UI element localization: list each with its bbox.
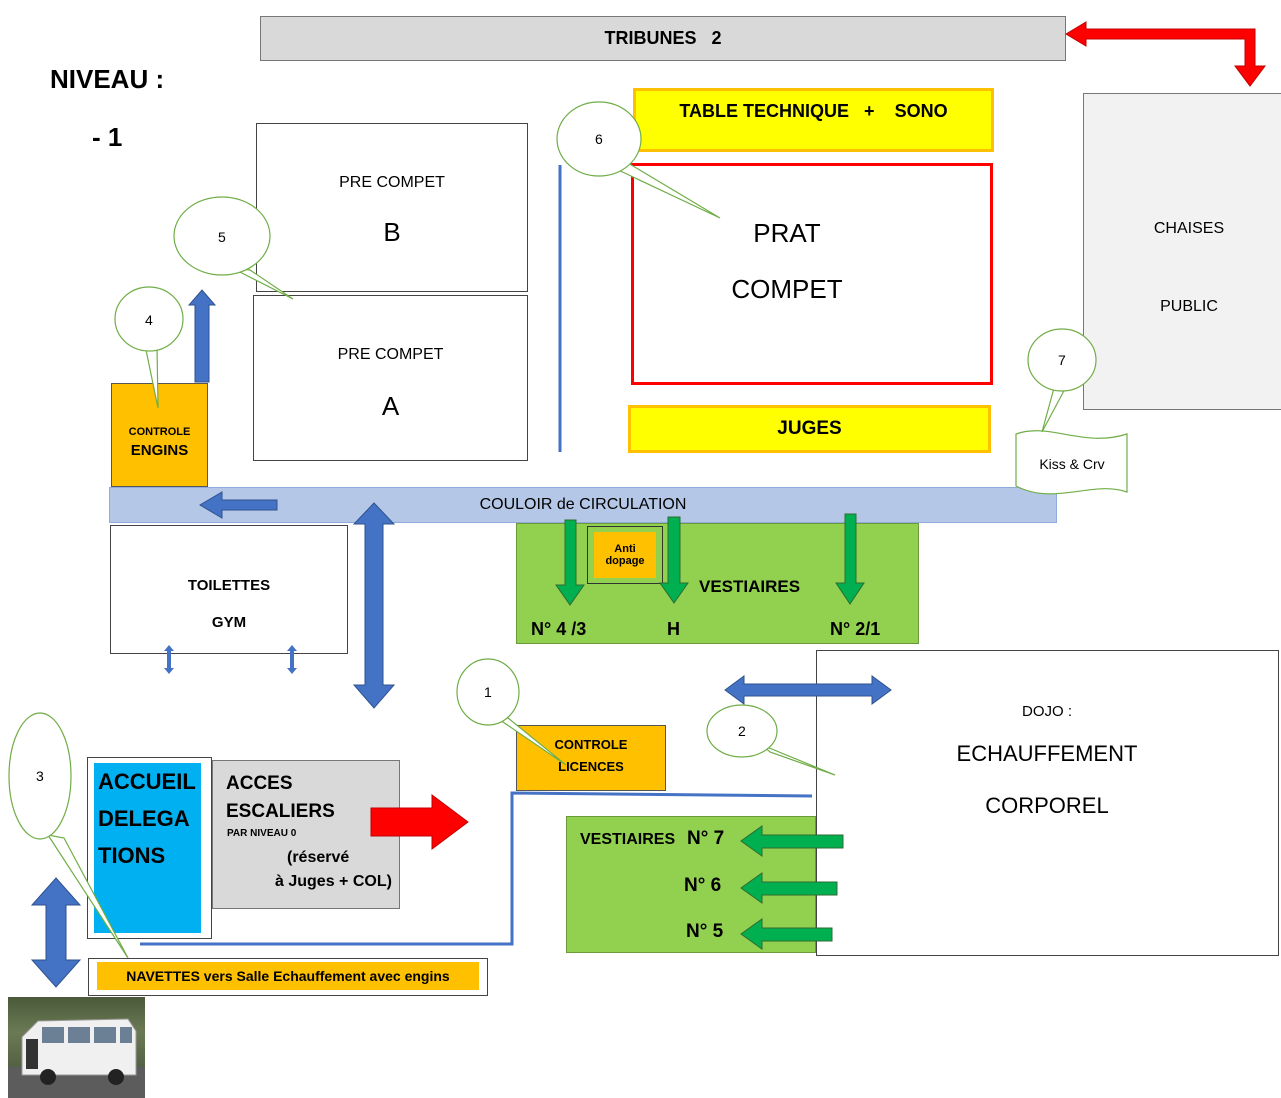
bus-photo <box>8 997 145 1098</box>
anti-dopage-room: Anti dopage <box>587 526 663 584</box>
vestiaires-top-label: VESTIAIRES <box>699 577 801 596</box>
blue-arrow <box>164 645 174 674</box>
prat-label: PRAT <box>753 218 821 248</box>
callout-number: 1 <box>484 684 492 700</box>
callout-number: 2 <box>738 723 746 739</box>
pre-compet-b-letter: B <box>383 217 401 247</box>
public-label: PUBLIC <box>1160 298 1218 315</box>
dopage-label: dopage <box>605 555 645 567</box>
callout-3 <box>8 712 129 959</box>
controle-licences: CONTROLE LICENCES <box>516 725 666 791</box>
acces-line3: PAR NIVEAU 0 <box>227 828 297 839</box>
accueil-line1: ACCUEIL <box>98 769 196 794</box>
callout-number: 5 <box>218 229 226 245</box>
compet-label: COMPET <box>731 274 843 304</box>
echauffement-label: ECHAUFFEMENT <box>956 741 1138 766</box>
controle-licences-line2: LICENCES <box>558 759 624 774</box>
dojo-echauffement: DOJO : ECHAUFFEMENT CORPOREL <box>816 650 1279 956</box>
callout-4 <box>114 286 184 409</box>
level-title: NIVEAU : <box>50 64 165 94</box>
acces-line1: ACCES <box>226 773 293 794</box>
pre-compet-a-letter: A <box>381 391 400 421</box>
blue-arrow <box>30 877 82 988</box>
vestiaire-n5: N° 5 <box>686 921 724 942</box>
accueil-delegations: ACCUEIL DELEGA TIONS <box>94 763 201 933</box>
vestiaire-n6: N° 6 <box>684 875 722 896</box>
tribunes-2: TRIBUNES 2 <box>260 16 1066 61</box>
controle-licences-line1: CONTROLE <box>554 737 628 752</box>
blue-arrow <box>187 289 217 383</box>
callout-6 <box>556 101 721 219</box>
kiss-cry-label: Kiss & Crv <box>1039 456 1105 472</box>
pre-compet-b: PRE COMPET B <box>256 123 528 292</box>
callout-number: 7 <box>1058 352 1066 368</box>
dojo-label: DOJO : <box>1021 703 1072 720</box>
anti-label: Anti <box>614 543 636 555</box>
acces-line5: à Juges + COL) <box>275 873 392 890</box>
callout-2 <box>706 704 836 776</box>
red-arrow <box>1065 21 1266 87</box>
vestiaire-n7: N° 7 <box>687 828 725 849</box>
blue-arrow <box>724 675 892 705</box>
callout-1 <box>456 658 567 766</box>
vestiaire-n43: N° 4 /3 <box>531 619 587 639</box>
callout-number: 4 <box>145 312 153 328</box>
navettes-label: NAVETTES vers Salle Echauffement avec en… <box>97 962 479 990</box>
vestiaire-h: H <box>667 619 680 639</box>
callout-5 <box>173 196 294 300</box>
controle-engins-line2: ENGINS <box>130 442 189 459</box>
green-arrow <box>740 872 838 904</box>
green-arrow <box>555 519 585 606</box>
blue-arrow <box>287 645 297 674</box>
gym-label: GYM <box>211 614 247 631</box>
kiss-cry-banner <box>1015 430 1128 495</box>
table-technique-sono: TABLE TECHNIQUE + SONO <box>633 88 994 152</box>
pre-compet-b-label: PRE COMPET <box>339 174 445 191</box>
pre-compet-a-label: PRE COMPET <box>337 346 444 363</box>
blue-arrow <box>352 502 396 709</box>
vestiaires-bottom-label: VESTIAIRES <box>580 831 676 848</box>
accueil-line3: TIONS <box>98 843 166 868</box>
corporel-label: CORPOREL <box>985 793 1109 818</box>
juges-table: JUGES <box>628 405 991 453</box>
toilettes-gym: TOILETTES GYM <box>110 525 348 654</box>
chaises-label: CHAISES <box>1153 220 1225 237</box>
green-arrow <box>740 825 844 857</box>
pre-compet-a: PRE COMPET A <box>253 295 528 461</box>
chaises-public: CHAISES PUBLIC <box>1083 93 1281 410</box>
vestiaire-n21: N° 2/1 <box>830 619 881 639</box>
green-arrow <box>835 513 865 605</box>
blue-arrow <box>199 491 278 519</box>
prat-compet-area: PRAT COMPET <box>631 163 993 385</box>
green-arrow <box>740 918 833 950</box>
red-arrow <box>370 794 469 850</box>
controle-engins-line1: CONTROLE <box>128 426 191 438</box>
accueil-line2: DELEGA <box>98 806 190 831</box>
green-arrow <box>659 516 689 604</box>
controle-engins: CONTROLE ENGINS <box>111 383 208 487</box>
blue-path-line <box>140 791 813 946</box>
acces-line4: (réservé <box>287 849 350 866</box>
toilettes-label: TOILETTES <box>187 577 271 594</box>
callout-number: 3 <box>36 768 44 784</box>
callout-7 <box>1027 328 1097 433</box>
callout-number: 6 <box>595 131 603 147</box>
level-number: - 1 <box>92 122 123 152</box>
acces-line2: ESCALIERS <box>226 801 335 822</box>
